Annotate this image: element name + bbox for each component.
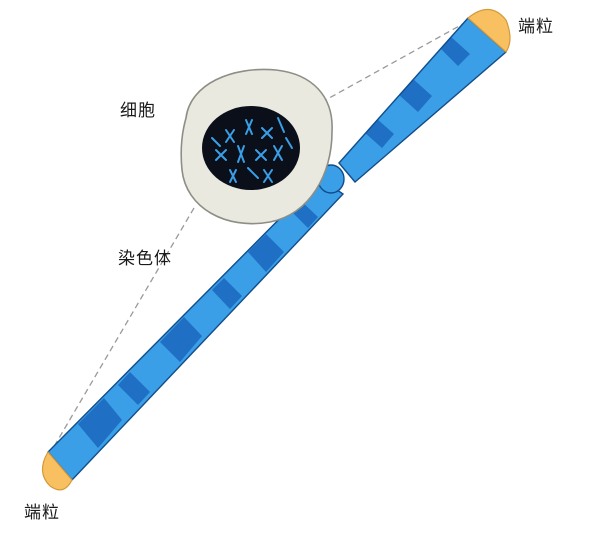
cell bbox=[180, 68, 333, 225]
cell-label: 细胞 bbox=[120, 101, 156, 121]
chromatid-lower-arm bbox=[47, 177, 345, 482]
chromatid-upper-arm bbox=[338, 17, 508, 183]
telomere-bottom-label: 端粒 bbox=[24, 503, 60, 523]
zoom-line-top bbox=[303, 19, 471, 113]
telomere-bottom bbox=[41, 450, 73, 491]
zoom-line-bottom bbox=[51, 207, 195, 451]
telomere-top bbox=[467, 8, 511, 53]
chromosome-label: 染色体 bbox=[118, 249, 172, 269]
nucleus-chromosomes bbox=[211, 117, 293, 183]
telomere-top-label: 端粒 bbox=[518, 17, 554, 37]
nucleus bbox=[202, 106, 300, 190]
